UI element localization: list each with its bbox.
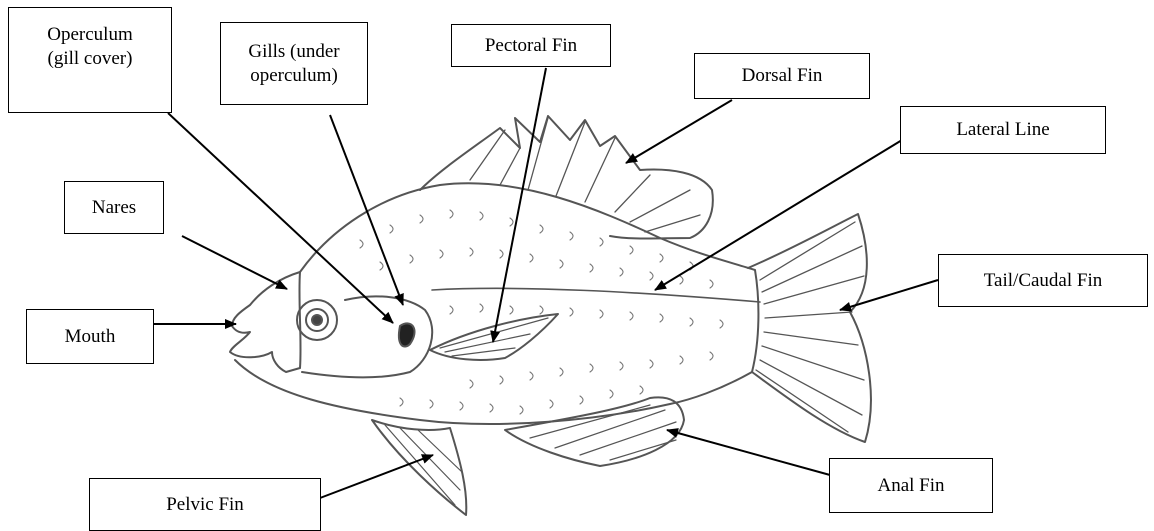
label-operculum: Operculum (gill cover) <box>8 7 172 113</box>
pelvic-fin <box>372 420 466 515</box>
dorsal-fin-rays <box>470 118 700 232</box>
lateral-line <box>432 288 760 302</box>
gill-slit <box>399 323 415 346</box>
label-pelvic-fin: Pelvic Fin <box>89 478 321 531</box>
arrow-tail <box>840 280 938 310</box>
label-pectoral-fin: Pectoral Fin <box>451 24 611 67</box>
fish-drawing <box>230 116 871 515</box>
arrow-nares <box>182 236 287 289</box>
fish-head <box>230 272 301 372</box>
arrow-anal <box>667 430 830 475</box>
arrow-dorsal <box>626 100 732 163</box>
label-tail-caudal-fin: Tail/Caudal Fin <box>938 254 1148 307</box>
caudal-fin-rays <box>756 222 864 432</box>
label-lateral-line: Lateral Line <box>900 106 1106 154</box>
arrow-pectoral <box>493 68 546 342</box>
label-nares: Nares <box>64 181 164 234</box>
arrow-gills <box>330 115 403 305</box>
caudal-fin <box>748 214 871 442</box>
arrow-operculum <box>168 113 393 323</box>
arrow-pelvic <box>320 455 433 498</box>
arrow-lateral <box>655 140 902 290</box>
label-dorsal-fin: Dorsal Fin <box>694 53 870 99</box>
dorsal-fin <box>420 116 713 239</box>
label-mouth: Mouth <box>26 309 154 364</box>
label-gills: Gills (under operculum) <box>220 22 368 105</box>
pelvic-fin-rays <box>385 425 462 505</box>
label-anal-fin: Anal Fin <box>829 458 993 513</box>
fish-body <box>235 183 758 424</box>
eye-pupil <box>312 315 322 325</box>
